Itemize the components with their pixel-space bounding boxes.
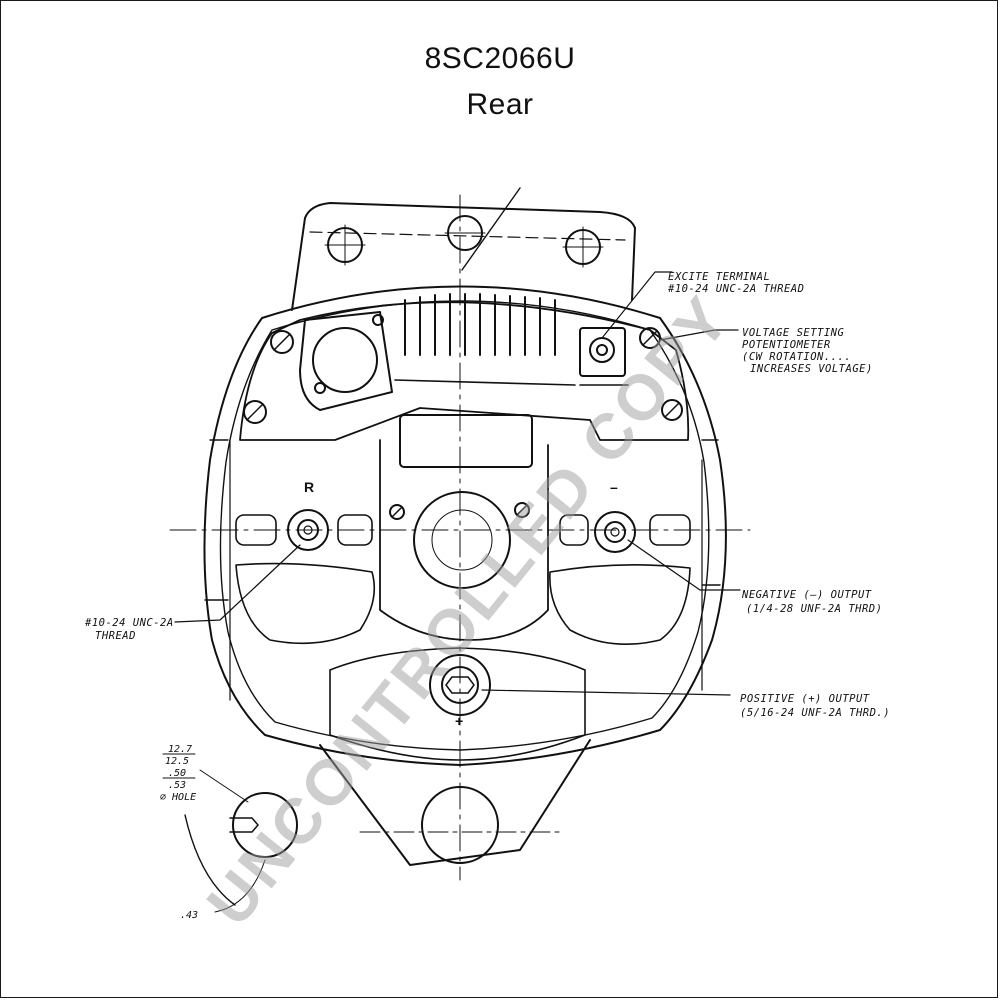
regulator-panel [239, 301, 690, 441]
positive-terminal-marking: + [455, 713, 463, 729]
vent-right [549, 564, 691, 645]
positive-output-callout-2: (5/16-24 UNF-2A THRD.) [740, 707, 890, 719]
r-terminal-callout-2: THREAD [95, 630, 136, 642]
center-bearing [413, 491, 511, 589]
excite-terminal-callout-1: EXCITE TERMINAL [668, 271, 770, 283]
r-terminal-callout-1: #10-24 UNC-2A [84, 617, 174, 629]
hole-dim-4: .53 [168, 780, 186, 791]
hole-dim-2: 12.5 [165, 756, 189, 767]
bottom-lug-hole [421, 786, 499, 864]
r-terminal [287, 509, 329, 551]
negative-output-callout-2: (1/4-28 UNF-2A THRD) [746, 603, 882, 615]
leader-lines [174, 271, 741, 696]
positive-terminal [429, 654, 491, 716]
voltage-setting-callout-3: (CW ROTATION.... [742, 351, 851, 363]
centerlines [169, 194, 751, 881]
negative-output-callout-1: NEGATIVE (–) OUTPUT [741, 589, 872, 601]
bearing-cover [399, 414, 533, 468]
voltage-setting-callout-2: POTENTIOMETER [742, 339, 831, 351]
connector-boss [299, 311, 393, 411]
excite-terminal-callout-2: #10-24 UNC-2A THREAD [667, 283, 804, 295]
uncontrolled-copy-watermark: UNCONTROLLED COPY [193, 282, 744, 939]
bottom-dim: .43 [180, 910, 198, 921]
hole-dim-1: 12.7 [168, 744, 192, 755]
view-label: Rear [466, 88, 534, 121]
housing-edge [204, 439, 721, 601]
housing-screws [243, 327, 683, 520]
negative-terminal [594, 511, 636, 553]
ear-leader [461, 187, 521, 271]
slots [235, 514, 691, 546]
hole-dim-5: ∅ HOLE [160, 792, 196, 803]
negative-terminal-marking: – [610, 479, 618, 495]
part-number-title: 8SC2066U [424, 42, 576, 75]
housing-outer [203, 285, 727, 766]
hole-dim-3: .50 [168, 768, 186, 779]
vent-left [235, 562, 376, 645]
bottom-lug [319, 739, 591, 866]
positive-output-callout-1: POSITIVE (+) OUTPUT [740, 693, 870, 705]
housing-inner [219, 300, 710, 751]
r-terminal-marking: R [304, 479, 314, 495]
voltage-setting-callout-4: INCREASES VOLTAGE) [750, 363, 873, 375]
center-boss [379, 439, 549, 641]
ear-holes [324, 215, 604, 268]
cooling-fins [404, 293, 556, 356]
voltage-setting-callout-1: VOLTAGE SETTING [742, 327, 845, 339]
hole-detail [184, 769, 298, 913]
mounting-ear [291, 202, 636, 311]
lower-plate [329, 647, 586, 761]
